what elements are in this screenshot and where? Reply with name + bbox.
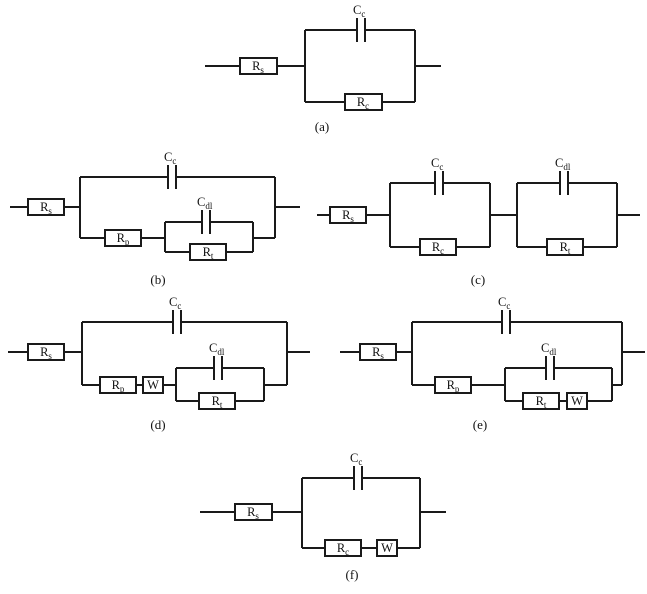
capacitor-cc-icon [356,18,366,42]
resistor-rs [234,503,273,521]
circuit-f-wires [200,477,446,549]
circuit-c: Cc Cdl Rs Rc Rt (c) [317,156,640,287]
capacitor-cc-label: Cc [350,451,362,467]
resistor-rt [189,243,227,261]
circuit-b-wires [10,176,300,253]
resistor-rt [546,238,584,256]
resistor-rt-label: Rt [560,240,571,256]
capacitor-cc-icon [501,310,511,334]
warburg-w [566,392,588,410]
capacitor-cc-label: Cc [431,156,443,172]
resistor-rt [522,392,560,410]
circuit-d-wires [8,321,310,402]
circuit-f: Cc Rs Rc W (f) [200,451,446,582]
resistor-rc [324,539,362,557]
capacitor-cc-icon [167,165,177,189]
capacitor-cdl-icon [201,210,211,234]
resistor-rp-label: Rp [447,378,460,394]
resistor-rp [434,376,472,394]
resistor-rc-label: Rc [432,240,444,256]
capacitor-cdl-label: Cdl [197,195,213,211]
resistor-rs [359,343,397,361]
capacitor-cc-icon [434,171,444,195]
caption-b: (b) [150,272,165,287]
resistor-rs-label: Rs [372,345,384,361]
resistor-rs-label: Rs [342,208,354,224]
resistor-rs-label: Rs [40,200,52,216]
capacitor-cc-label: Cc [164,150,176,166]
capacitor-cdl-label: Cdl [555,156,571,172]
resistor-rt-label: Rt [536,394,547,410]
capacitor-cdl-icon [213,356,223,380]
resistor-rs-label: Rs [252,59,264,75]
capacitor-cc-label: Cc [498,295,510,311]
capacitor-cc-icon [172,310,182,334]
resistor-rs [329,206,367,224]
capacitor-cdl-label: Cdl [541,341,557,357]
capacitor-cdl-icon [545,356,555,380]
capacitor-cc-label: Cc [353,3,365,19]
caption-d: (d) [150,417,165,432]
warburg-w-label: W [571,394,583,408]
circuit-a-wires [205,29,441,103]
caption-e: (e) [473,417,487,432]
resistor-rt-label: Rt [203,245,214,261]
resistor-rp [99,376,137,394]
resistor-rc-label: Rc [337,541,349,557]
resistor-rs-label: Rs [40,345,52,361]
resistor-rt [198,392,236,410]
resistor-rs [239,57,278,75]
resistor-rp [104,229,142,247]
warburg-w-label: W [147,378,159,392]
circuit-e-wires [340,321,645,402]
capacitor-cdl-icon [559,171,569,195]
circuit-c-wires [317,182,640,248]
warburg-w-label: W [381,541,393,555]
circuit-d: Cc Cdl Rs Rp W Rt (d) [8,295,310,432]
caption-a: (a) [315,119,329,134]
circuit-e: Cc Cdl Rs Rp Rt W (e) [340,295,645,432]
circuit-a: Cc Rs Rc (a) [205,3,441,134]
resistor-rc-label: Rc [357,95,369,111]
circuit-b: Cc Cdl Rs Rp Rt (b) [10,150,300,287]
resistor-rs-label: Rs [247,505,259,521]
capacitor-cc-label: Cc [169,295,181,311]
resistor-rp-label: Rp [117,231,130,247]
resistor-rs [27,343,65,361]
capacitor-cc-icon [353,466,363,490]
capacitor-cdl-label: Cdl [209,341,225,357]
resistor-rs [27,198,65,216]
caption-c: (c) [471,272,485,287]
warburg-w [142,376,164,394]
resistor-rp-label: Rp [112,378,125,394]
resistor-rt-label: Rt [212,394,223,410]
warburg-w [376,539,398,557]
caption-f: (f) [346,567,359,582]
resistor-rc [344,93,383,111]
resistor-rc [419,238,457,256]
